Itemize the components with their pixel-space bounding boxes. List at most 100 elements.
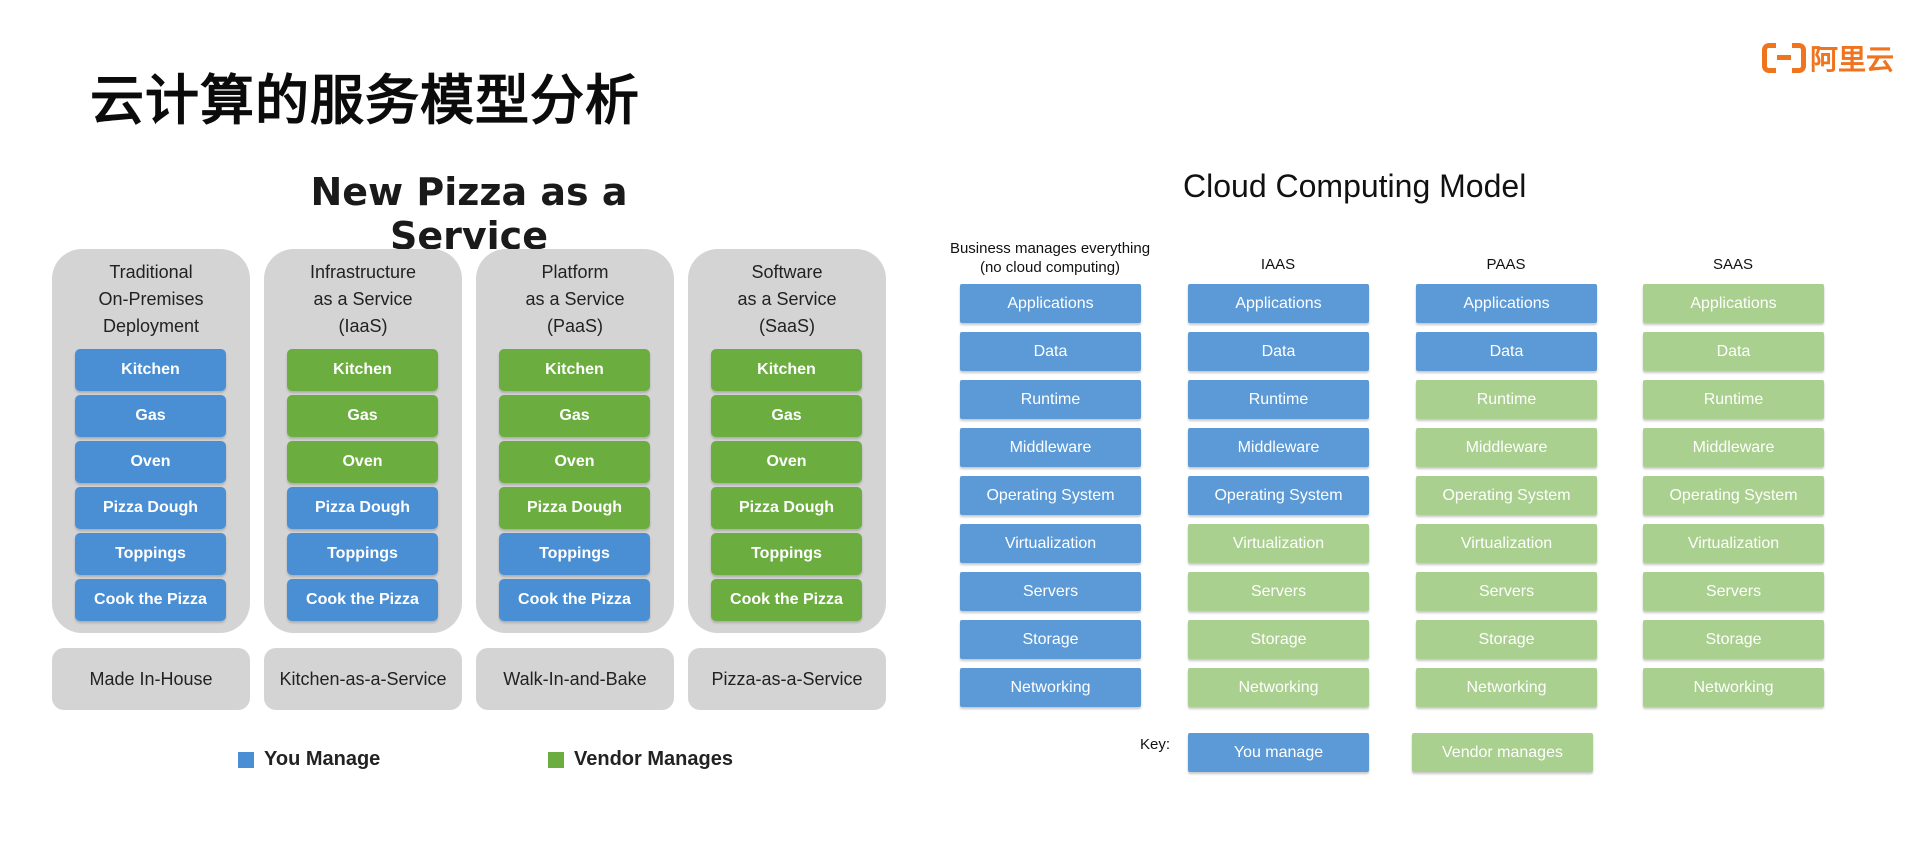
- cloud-layer-box: Applications: [1643, 284, 1824, 323]
- cloud-column-header: Business manages everything(no cloud com…: [930, 239, 1170, 277]
- cloud-layer-box: Middleware: [1643, 428, 1824, 467]
- cloud-layer-box: Runtime: [1188, 380, 1369, 419]
- pizza-layer-box: Oven: [287, 441, 438, 483]
- pizza-column-footer: Made In-House: [52, 648, 250, 710]
- cloud-layer-box: Networking: [1188, 668, 1369, 707]
- pizza-column-header-line: On-Premises: [98, 289, 204, 309]
- cloud-layer-box: Servers: [1188, 572, 1369, 611]
- pizza-layer-box: Kitchen: [75, 349, 226, 391]
- pizza-layer-box: Pizza Dough: [711, 487, 862, 529]
- pizza-layer-box: Oven: [711, 441, 862, 483]
- pizza-column-header: Infrastructure as a Service (IaaS): [264, 259, 462, 340]
- pizza-layer-box: Gas: [287, 395, 438, 437]
- cloud-section-title: Cloud Computing Model: [1183, 168, 1527, 204]
- cloud-column-header: PAAS: [1386, 255, 1626, 274]
- pizza-column-header-line: (SaaS): [758, 316, 816, 336]
- cloud-layer-box: Middleware: [1416, 428, 1597, 467]
- pizza-column-header-line: as a Service: [313, 289, 413, 309]
- cloud-column-header-line: PAAS: [1486, 256, 1526, 273]
- cloud-layer-box: Networking: [1643, 668, 1824, 707]
- cloud-layer-box: Operating System: [1188, 476, 1369, 515]
- pizza-column-header-line: Deployment: [102, 316, 200, 336]
- cloud-layer-box: Storage: [960, 620, 1141, 659]
- cloud-layer-box: Operating System: [1643, 476, 1824, 515]
- pizza-layer-box: Oven: [75, 441, 226, 483]
- pizza-layer-box: Gas: [75, 395, 226, 437]
- pizza-layer-box: Kitchen: [711, 349, 862, 391]
- legend-vendor-manages-swatch: [548, 751, 564, 768]
- aliyun-logo-text: 阿里云: [1810, 43, 1895, 76]
- legend-you-manage-label: You Manage: [264, 748, 381, 770]
- pizza-column-header-line: (IaaS): [338, 316, 388, 336]
- pizza-layer-box: Gas: [499, 395, 650, 437]
- pizza-column-header-line: as a Service: [737, 289, 837, 309]
- legend-vendor-manages: Vendor Manages: [548, 748, 733, 771]
- key-vendor-manages: Vendor manages: [1412, 733, 1593, 772]
- pizza-column-header-line: Infrastructure: [309, 262, 417, 282]
- cloud-layer-box: Operating System: [1416, 476, 1597, 515]
- pizza-column-footer: Walk-In-and-Bake: [476, 648, 674, 710]
- pizza-layer-box: Kitchen: [287, 349, 438, 391]
- cloud-column-header-line: IAAS: [1260, 256, 1296, 273]
- pizza-layer-box: Toppings: [711, 533, 862, 575]
- cloud-layer-box: Networking: [960, 668, 1141, 707]
- legend-vendor-manages-label: Vendor Manages: [574, 748, 733, 770]
- cloud-column-header: IAAS: [1158, 255, 1398, 274]
- cloud-column-header-line: Business manages everything: [949, 240, 1151, 257]
- pizza-layer-box: Toppings: [75, 533, 226, 575]
- cloud-layer-box: Applications: [1188, 284, 1369, 323]
- pizza-section-title: New Pizza as a Service: [310, 170, 628, 258]
- pizza-column-header-line: as a Service: [525, 289, 625, 309]
- pizza-column-header-line: Software: [751, 262, 823, 282]
- pizza-column-header: Platform as a Service (PaaS): [476, 259, 674, 340]
- pizza-layer-box: Oven: [499, 441, 650, 483]
- cloud-layer-box: Middleware: [1188, 428, 1369, 467]
- cloud-layer-box: Virtualization: [1643, 524, 1824, 563]
- pizza-layer-box: Cook the Pizza: [287, 579, 438, 621]
- page-title: 云计算的服务模型分析: [90, 69, 640, 132]
- legend-you-manage: You Manage: [238, 748, 380, 771]
- cloud-layer-box: Servers: [1416, 572, 1597, 611]
- cloud-layer-box: Middleware: [960, 428, 1141, 467]
- cloud-layer-box: Servers: [1643, 572, 1824, 611]
- pizza-layer-box: Pizza Dough: [499, 487, 650, 529]
- aliyun-logo: 阿里云: [1762, 40, 1894, 76]
- cloud-layer-box: Data: [1416, 332, 1597, 371]
- cloud-layer-box: Runtime: [1416, 380, 1597, 419]
- pizza-layer-box: Cook the Pizza: [75, 579, 226, 621]
- cloud-column-header-line: SAAS: [1712, 256, 1754, 273]
- cloud-layer-box: Storage: [1188, 620, 1369, 659]
- aliyun-logo-icon: [1762, 43, 1806, 73]
- key-label: Key:: [1140, 736, 1171, 753]
- cloud-layer-box: Data: [1643, 332, 1824, 371]
- pizza-layer-box: Toppings: [499, 533, 650, 575]
- cloud-layer-box: Servers: [960, 572, 1141, 611]
- cloud-layer-box: Virtualization: [1188, 524, 1369, 563]
- cloud-layer-box: Data: [1188, 332, 1369, 371]
- cloud-layer-box: Data: [960, 332, 1141, 371]
- pizza-column-footer: Kitchen-as-a-Service: [264, 648, 462, 710]
- cloud-layer-box: Runtime: [1643, 380, 1824, 419]
- pizza-column-header-line: Platform: [541, 262, 609, 282]
- pizza-layer-box: Kitchen: [499, 349, 650, 391]
- pizza-layer-box: Pizza Dough: [75, 487, 226, 529]
- cloud-layer-box: Applications: [960, 284, 1141, 323]
- cloud-layer-box: Storage: [1416, 620, 1597, 659]
- pizza-column-header: Software as a Service (SaaS): [688, 259, 886, 340]
- pizza-column-footer: Pizza-as-a-Service: [688, 648, 886, 710]
- pizza-column-header-line: Traditional: [109, 262, 193, 282]
- pizza-layer-box: Toppings: [287, 533, 438, 575]
- key-you-manage: You manage: [1188, 733, 1369, 772]
- cloud-layer-box: Virtualization: [1416, 524, 1597, 563]
- pizza-column-header-line: (PaaS): [546, 316, 604, 336]
- cloud-layer-box: Applications: [1416, 284, 1597, 323]
- pizza-layer-box: Cook the Pizza: [711, 579, 862, 621]
- cloud-layer-box: Runtime: [960, 380, 1141, 419]
- cloud-layer-box: Storage: [1643, 620, 1824, 659]
- legend-you-manage-swatch: [238, 751, 254, 768]
